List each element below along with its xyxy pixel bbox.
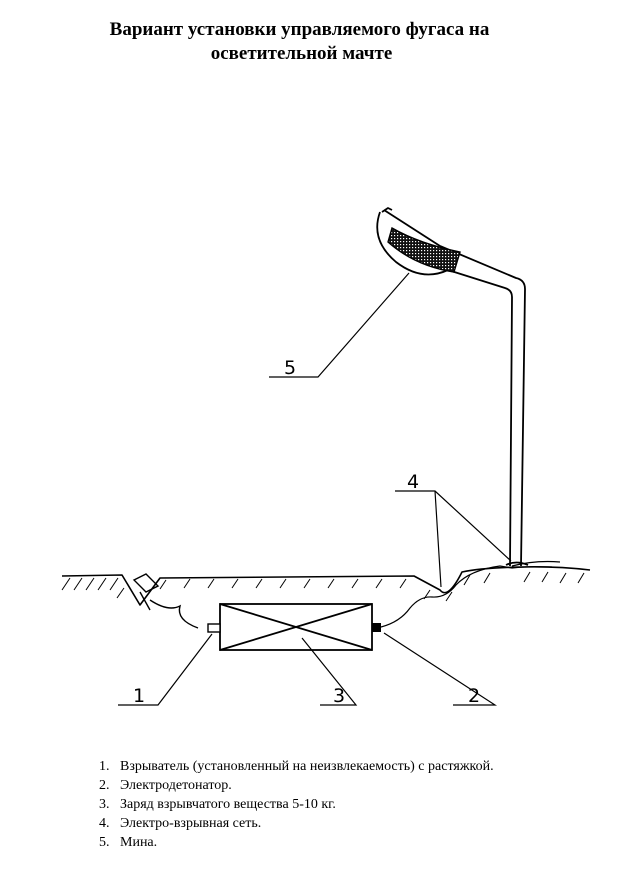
- lighting-mast: [376, 207, 529, 567]
- legend-text: Мина.: [120, 835, 158, 850]
- firing-circuit: [380, 560, 561, 628]
- ground-hatching: [61, 571, 585, 602]
- legend-item-3: 3.Заряд взрывчатого вещества 5-10 кг.: [99, 797, 336, 812]
- diagram-title-line-2: осветительной мачте: [210, 43, 393, 64]
- callout-3: 3: [333, 685, 345, 707]
- legend-list: 1.Взрыватель (установленный на неизвлека…: [99, 757, 494, 852]
- legend-item-4: 4.Электро-взрывная сеть.: [99, 816, 262, 831]
- explosive-charge: [219, 603, 373, 651]
- legend-item-2: 2.Электродетонатор.: [99, 778, 232, 793]
- fuze: [132, 573, 199, 629]
- callout-2: 2: [468, 685, 480, 707]
- legend-item-5: 5.Мина.: [99, 835, 158, 850]
- mine: [387, 226, 461, 273]
- legend-item-1: 1.Взрыватель (установленный на неизвлека…: [99, 759, 494, 774]
- electric-detonator: [372, 623, 381, 632]
- legend-text: Электродетонатор.: [120, 778, 232, 793]
- callout-4: 4: [407, 471, 419, 493]
- leader-lines: [118, 272, 512, 706]
- legend-text: Взрыватель (установленный на неизвлекаем…: [120, 759, 494, 774]
- callout-1: 1: [133, 685, 145, 707]
- callout-5: 5: [284, 357, 296, 379]
- legend-text: Электро-взрывная сеть.: [120, 816, 262, 831]
- ground-surface: [61, 566, 591, 606]
- diagram-title-line-1: Вариант установки управляемого фугаса на: [109, 19, 490, 40]
- legend-text: Заряд взрывчатого вещества 5-10 кг.: [120, 797, 336, 812]
- fuze-connector: [207, 623, 221, 633]
